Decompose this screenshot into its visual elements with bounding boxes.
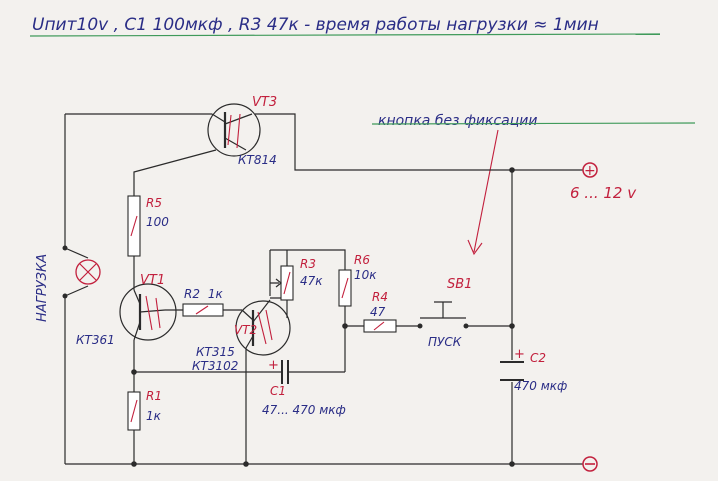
note-underline [371, 122, 696, 125]
c1-plus: + [268, 358, 279, 373]
r3-ref: R3 [300, 257, 316, 271]
r5-value: 100 [146, 215, 169, 229]
header-title: Uпит10v , С1 100мкф , R3 47к - время раб… [32, 15, 599, 35]
wire-r3-r6-top [270, 249, 346, 270]
r1-ref: R1 [146, 389, 162, 403]
junction-dot [243, 461, 249, 467]
r6-ref: R6 [354, 253, 370, 267]
svg-text:+: + [584, 163, 596, 179]
vt2-type-a: КТ315 [196, 345, 235, 359]
wire-vt3-r5 [133, 149, 217, 196]
vt3-type: КТ814 [238, 153, 277, 167]
vt1-ref: VT1 [140, 273, 165, 288]
note-arrow [467, 129, 499, 256]
r5-resistor [127, 195, 141, 257]
minus-terminal [582, 456, 598, 472]
load-lamp [62, 245, 101, 299]
c2-ref: C2 [530, 351, 546, 365]
sb1-push-button [417, 301, 469, 329]
wire-plus-rail [255, 113, 586, 171]
vt2-type-b: КТ3102 [192, 359, 238, 373]
supply-voltage: 6 ... 12 v [570, 184, 637, 202]
vt3-ref: VT3 [252, 95, 277, 110]
c2-capacitor [500, 361, 524, 381]
r3-trimmer [270, 265, 294, 301]
r2-resistor [182, 303, 224, 317]
junction-dot [131, 369, 137, 375]
r2-label: R2 1к [184, 287, 223, 301]
junction-dot [509, 461, 515, 467]
vt2-ref: VT2 [234, 323, 257, 337]
c1-ref: C1 [270, 384, 286, 398]
load-label: НАГРУЗКА [35, 254, 50, 322]
c2-plus: + [514, 347, 525, 362]
vt1-type: КТ361 [76, 333, 115, 347]
c2-value: 470 мкф [514, 379, 567, 393]
r4-ref: R4 [372, 290, 388, 304]
r6-value: 10к [354, 268, 377, 282]
r3-value: 47к [300, 274, 323, 288]
r4-value: 47 [370, 305, 386, 319]
r2-ref: R2 [184, 287, 200, 301]
junction-dot [509, 323, 515, 329]
r5-ref: R5 [146, 196, 162, 210]
c1-value: 47... 470 мкф [262, 403, 346, 417]
vt3-transistor [207, 103, 261, 157]
r2-value: 1к [208, 287, 224, 301]
junction-dot [342, 323, 348, 329]
plus-terminal: + [582, 162, 598, 179]
button-note: кнопка без фиксации [378, 113, 537, 129]
header-underline [29, 33, 661, 37]
sb1-label: ПУСК [428, 335, 462, 349]
r1-value: 1к [146, 409, 162, 423]
sb1-ref: SB1 [447, 277, 472, 292]
vt2-transistor [235, 299, 291, 356]
c1-capacitor [268, 360, 302, 384]
junction-dot [131, 461, 137, 467]
vt1-transistor [119, 283, 177, 341]
junction-dot [509, 167, 515, 173]
r4-resistor [363, 319, 397, 333]
r1-resistor [127, 391, 141, 431]
r6-resistor [338, 269, 352, 307]
